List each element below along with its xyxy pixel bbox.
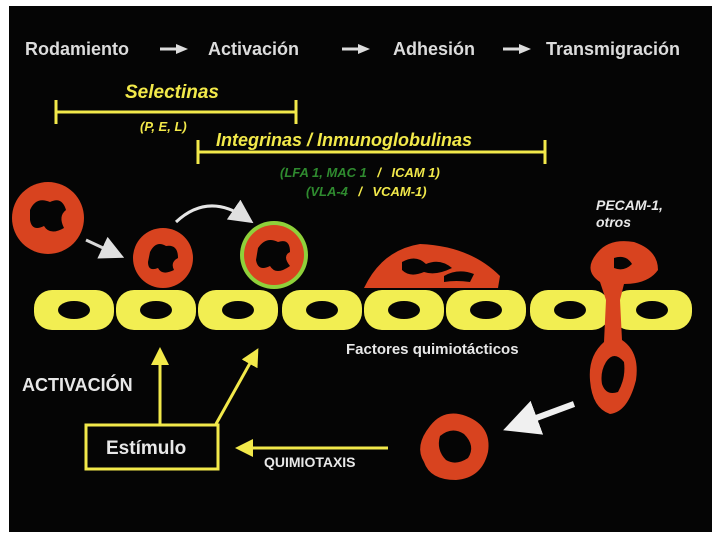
stage-transmigracion: Transmigración <box>546 39 680 59</box>
stage-activacion: Activación <box>208 39 299 59</box>
endothelial-nucleus <box>140 301 172 319</box>
integrins-bracket <box>196 140 547 164</box>
endothelial-nucleus <box>306 301 338 319</box>
approach-arrow <box>85 236 125 259</box>
stage-arrow-3 <box>503 44 531 54</box>
stimulus-box <box>84 423 220 471</box>
migrated-leukocyte <box>420 413 489 480</box>
activation-label: ACTIVACIÓN <box>22 374 133 395</box>
endothelial-nucleus <box>58 301 90 319</box>
stimulus-label: Estímulo <box>106 438 186 459</box>
stage-arrow-1 <box>160 44 188 54</box>
chemotaxis-label: QUIMIOTAXIS <box>264 454 356 470</box>
endothelial-nucleus <box>222 301 254 319</box>
activated-leukocyte <box>240 221 308 289</box>
endothelium-layer <box>34 290 692 330</box>
rolling-leukocyte <box>133 228 193 288</box>
endothelial-nucleus <box>470 301 502 319</box>
endothelial-nucleus <box>554 301 586 319</box>
pecam-label-line-1: PECAM-1, <box>596 197 663 213</box>
adherent-leukocyte <box>364 244 500 288</box>
selectins-title: Selectinas <box>125 82 219 103</box>
selectins-subtitle: (P, E, L) <box>140 119 187 134</box>
endothelial-nucleus <box>636 301 668 319</box>
endothelial-nucleus <box>388 301 420 319</box>
pecam-label-line-2: otros <box>596 214 631 230</box>
rolling-arc-arrow <box>174 199 254 224</box>
stage-rodamiento: Rodamiento <box>25 39 129 59</box>
integrins-title: Integrinas / Inmunoglobulinas <box>216 130 472 150</box>
chemotactic-factors-label: Factores quimiotácticos <box>346 341 519 358</box>
selectins-bracket <box>54 100 298 124</box>
integrins-line-1: (LFA 1, MAC 1 / ICAM 1) <box>280 164 440 181</box>
activation-arrow-2 <box>214 348 259 425</box>
transmigrating-leukocyte <box>589 241 658 414</box>
free-leukocyte <box>12 182 84 254</box>
integrins-line-2: (VLA-4 / VCAM-1) <box>306 183 427 200</box>
stage-adhesion: Adhesión <box>393 39 475 59</box>
stage-arrow-2 <box>342 44 370 54</box>
migration-arrow <box>503 400 576 435</box>
